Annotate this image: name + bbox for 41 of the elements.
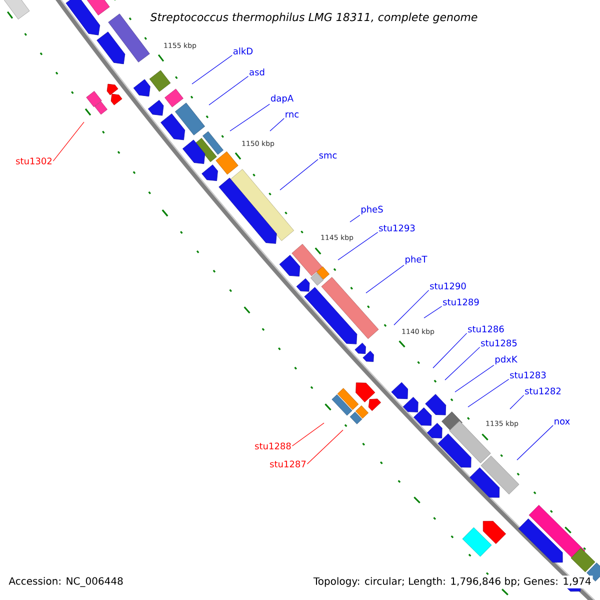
leader-line [350,214,360,222]
gene-label: stu1285 [481,340,517,346]
leader-line [292,422,324,446]
leader-line [208,76,249,106]
genome-summary-text: Topology: circular; Length: 1,796,846 bp; Genes: 1,974 [312,576,593,588]
gene-label: stu1286 [468,326,504,332]
title: Streptococcus thermophilus LMG 18311, complete genome [148,11,480,25]
gene-label: stu1287 [270,460,306,468]
gene-label: stu1302 [16,158,52,164]
leader-line [394,290,430,326]
gene-label: stu1283 [510,372,546,378]
accession-text: Accession: NC_006448 [7,576,125,588]
leader-line [444,346,480,380]
gene-label: pheT [406,256,428,264]
leader-line [338,232,378,260]
gene-label: rnc [286,112,299,118]
gene-label: stu1288 [255,442,291,450]
gene-label: alkD [233,48,253,54]
leader-line [366,264,404,294]
gene-label: stu1293 [379,224,415,232]
gene-label: nox [554,419,570,425]
leader-line [192,54,232,84]
gene-label: smc [319,153,337,159]
gene-label: stu1289 [443,298,479,306]
leader-line [306,430,344,464]
gene-label: asd [250,68,264,76]
leader-line [280,159,318,190]
leader-line [52,122,84,162]
leader-line [432,332,468,368]
gene-label: dapA [270,94,294,104]
gene-label: pdxK [496,356,518,364]
leader-line [510,394,524,410]
leader-line [424,306,442,318]
leader-line [468,378,510,408]
gene-label: stu1290 [430,282,466,290]
leader-line [270,118,284,132]
gene-label: pheS [361,206,383,214]
gene-label: stu1282 [525,388,561,394]
leader-line [230,104,270,132]
leader-line [454,364,494,392]
leader-line [516,425,554,460]
